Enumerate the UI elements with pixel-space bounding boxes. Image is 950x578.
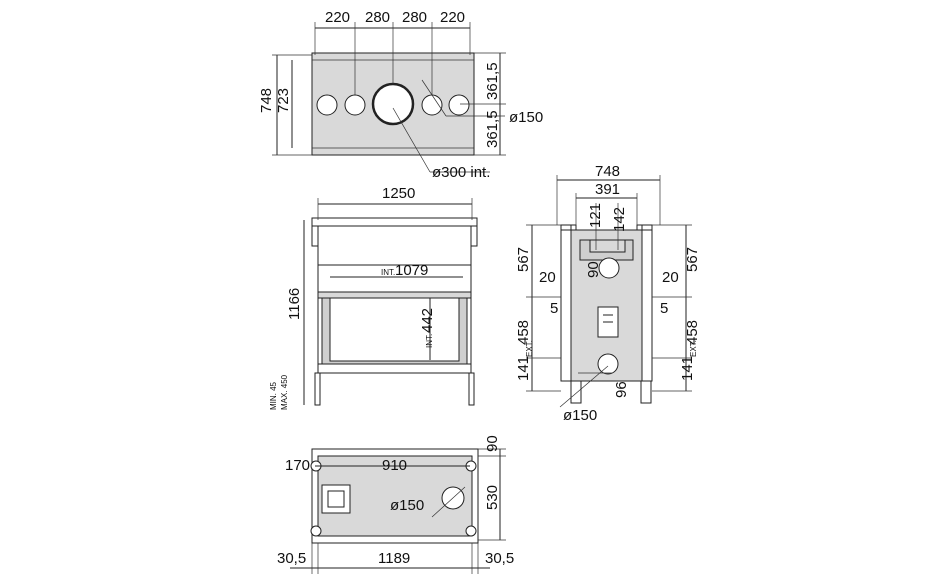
side-bottom-left: 141: [515, 356, 532, 381]
front-height: 1166: [286, 288, 303, 320]
bottom-margin-right: 30,5: [485, 550, 514, 567]
front-width: 1250: [382, 185, 415, 202]
side-mid-left: 458: [515, 320, 532, 345]
foot-hole-bl: [310, 525, 322, 537]
side-pipe: 96: [613, 381, 630, 398]
side-offset-a: 121: [587, 203, 604, 228]
side-top-right: 567: [684, 247, 701, 272]
top-spacing-3: 280: [402, 9, 427, 26]
front-view-body: [317, 264, 472, 374]
top-spacing-1: 220: [325, 9, 350, 26]
side-bottom-right: 141: [679, 356, 696, 381]
top-view: 220 280 280 220 748 723 361,5 361,5 ø150…: [258, 9, 543, 181]
flue-hole-1: [316, 94, 338, 116]
bottom-square-duct: [321, 484, 351, 514]
top-small-hole: ø150: [509, 109, 543, 126]
bottom-outlet: ø150: [390, 497, 424, 514]
front-view: 1250 1166 INT. 1079 INT. 442 MIN. 45 MAX…: [269, 185, 478, 410]
side-gap-left: 5: [550, 300, 558, 317]
front-int-width: 1079: [395, 262, 428, 279]
legs-max: MAX. 450: [280, 374, 289, 410]
side-leg-left: [570, 380, 582, 404]
foot-hole-br: [465, 525, 477, 537]
side-leg-right: [640, 380, 652, 404]
flue-hole-4: [448, 94, 470, 116]
bottom-margin-left: 30,5: [277, 550, 306, 567]
side-gap-right: 5: [660, 300, 668, 317]
front-leg-left: [314, 372, 321, 406]
top-half-lower: 361,5: [484, 110, 501, 148]
side-offset-b: 142: [611, 207, 628, 232]
side-view: 748 391 121 142 567 567 20 20 5 5 458 45…: [515, 163, 701, 424]
front-leg-right: [468, 372, 475, 406]
top-large-hole: ø300 int.: [432, 164, 490, 181]
top-spacing-2: 280: [365, 9, 390, 26]
side-mid-right: 458: [684, 320, 701, 345]
side-ext-right: EXT.: [689, 340, 698, 357]
side-flange-left: 20: [539, 269, 556, 286]
side-outlet: [597, 353, 619, 375]
bottom-edge-left: 170: [285, 457, 310, 474]
top-spacing-4: 220: [440, 9, 465, 26]
flue-hole-2: [344, 94, 366, 116]
side-width: 748: [595, 163, 620, 180]
bottom-depth: 530: [484, 485, 501, 510]
top-height-inner: 723: [275, 88, 292, 113]
top-half-upper: 361,5: [484, 62, 501, 100]
side-inner-width: 391: [595, 181, 620, 198]
bottom-view: 170 910 ø150 90 530 30,5 1189 30,5: [277, 435, 514, 574]
side-top-left: 567: [515, 247, 532, 272]
front-int-height: 442: [419, 308, 436, 333]
top-height-outer: 748: [258, 88, 275, 113]
bottom-span: 910: [382, 457, 407, 474]
side-flange-right: 20: [662, 269, 679, 286]
legs-min: MIN. 45: [269, 381, 278, 410]
flue-hole-main: [371, 82, 415, 126]
side-ext-left: EXT.: [525, 340, 534, 357]
front-int-height-prefix: INT.: [425, 334, 434, 348]
side-vent: 90: [585, 261, 602, 278]
front-int-width-prefix: INT.: [381, 268, 395, 277]
bottom-depth-top: 90: [484, 435, 501, 452]
side-vent: [598, 257, 620, 279]
bottom-width: 1189: [378, 550, 410, 567]
side-outlet: ø150: [563, 407, 597, 424]
